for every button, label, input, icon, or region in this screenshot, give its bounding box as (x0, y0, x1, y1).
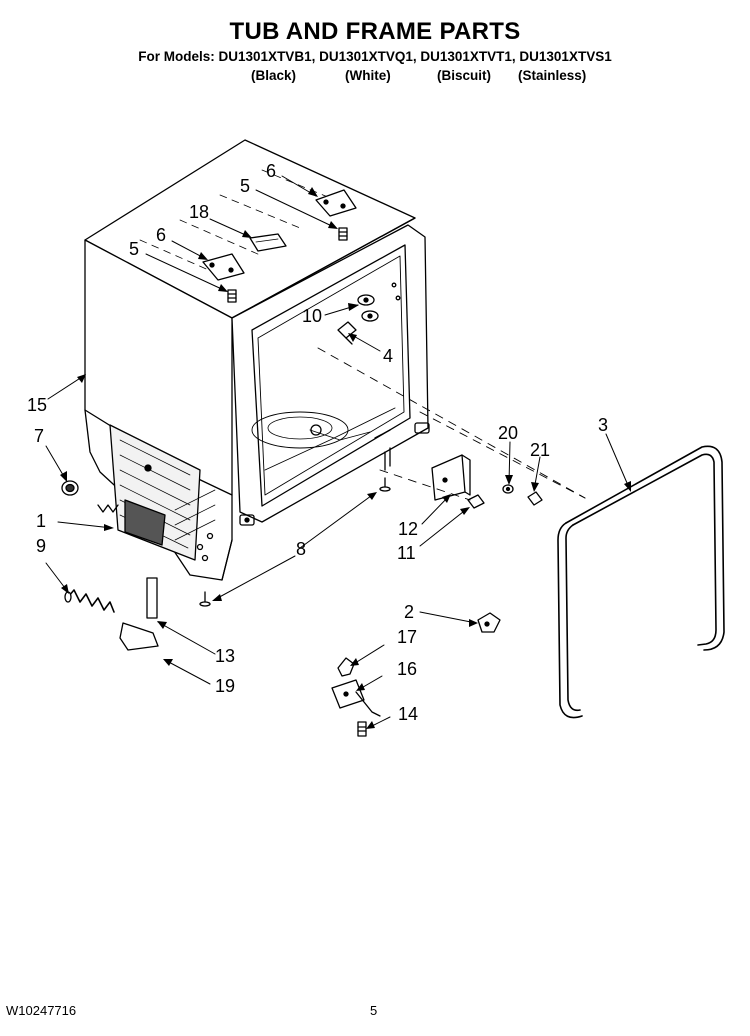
vent-part-18 (249, 233, 287, 252)
hinge-bracket-lower (202, 253, 245, 281)
callout-12: 12 (398, 519, 418, 539)
screw-part-4 (337, 321, 357, 345)
variant-label-biscuit: (Biscuit) (437, 68, 491, 83)
clip-part-2 (477, 612, 501, 633)
screw-part-21 (527, 491, 543, 506)
callout-labels: 6 5 18 6 5 10 4 15 7 1 9 20 21 3 12 11 8… (27, 161, 608, 724)
callout-5-lower: 5 (129, 239, 139, 259)
nut-part-7 (61, 480, 79, 496)
callout-20: 20 (498, 423, 518, 443)
callout-21: 21 (530, 440, 550, 460)
callout-6-upper: 6 (266, 161, 276, 181)
screw-part-14 (357, 721, 367, 737)
tub-front-frame (221, 224, 430, 581)
callout-5-upper: 5 (240, 176, 250, 196)
callout-11: 11 (397, 543, 416, 563)
screw-lower (227, 289, 237, 303)
washer-part-20 (502, 484, 514, 494)
screw-upper (338, 227, 348, 241)
callout-15: 15 (27, 395, 47, 415)
pad-part-19 (119, 622, 159, 651)
callout-4: 4 (383, 346, 393, 366)
clip-part-10 (357, 282, 401, 322)
callout-6-lower: 6 (156, 225, 166, 245)
callout-14: 14 (398, 704, 418, 724)
document-code: W10247716 (6, 1003, 77, 1018)
callout-2: 2 (404, 602, 414, 622)
callout-9: 9 (36, 536, 46, 556)
page-title: TUB AND FRAME PARTS (229, 18, 521, 45)
variant-label-black: (Black) (251, 68, 297, 83)
hinge-bracket-upper (315, 189, 357, 217)
variant-label-white: (White) (345, 68, 391, 83)
models-line: For Models: DU1301XTVB1, DU1301XTVQ1, DU… (138, 49, 612, 64)
bracket-part-12 (431, 454, 471, 501)
leader-arrowheads (60, 187, 631, 729)
callout-3: 3 (598, 415, 608, 435)
screw-part-11 (467, 494, 485, 509)
tub-left-side (84, 239, 233, 581)
strip-part-13 (146, 577, 158, 619)
callout-18: 18 (189, 202, 209, 222)
callout-7: 7 (34, 426, 44, 446)
foot-part-8 (199, 477, 391, 607)
cap-part-17 (337, 657, 355, 677)
callout-8: 8 (296, 539, 306, 559)
callout-17: 17 (397, 627, 417, 647)
gasket-part-3 (557, 445, 725, 719)
bracket-part-16 (331, 679, 381, 717)
variant-label-stainless: (Stainless) (518, 68, 587, 83)
callout-19: 19 (215, 676, 235, 696)
callout-16: 16 (397, 659, 417, 679)
callout-10: 10 (302, 306, 322, 326)
page-number: 5 (370, 1003, 378, 1018)
callout-1: 1 (36, 511, 46, 531)
callout-13: 13 (215, 646, 235, 666)
spring-part-9 (64, 589, 115, 613)
